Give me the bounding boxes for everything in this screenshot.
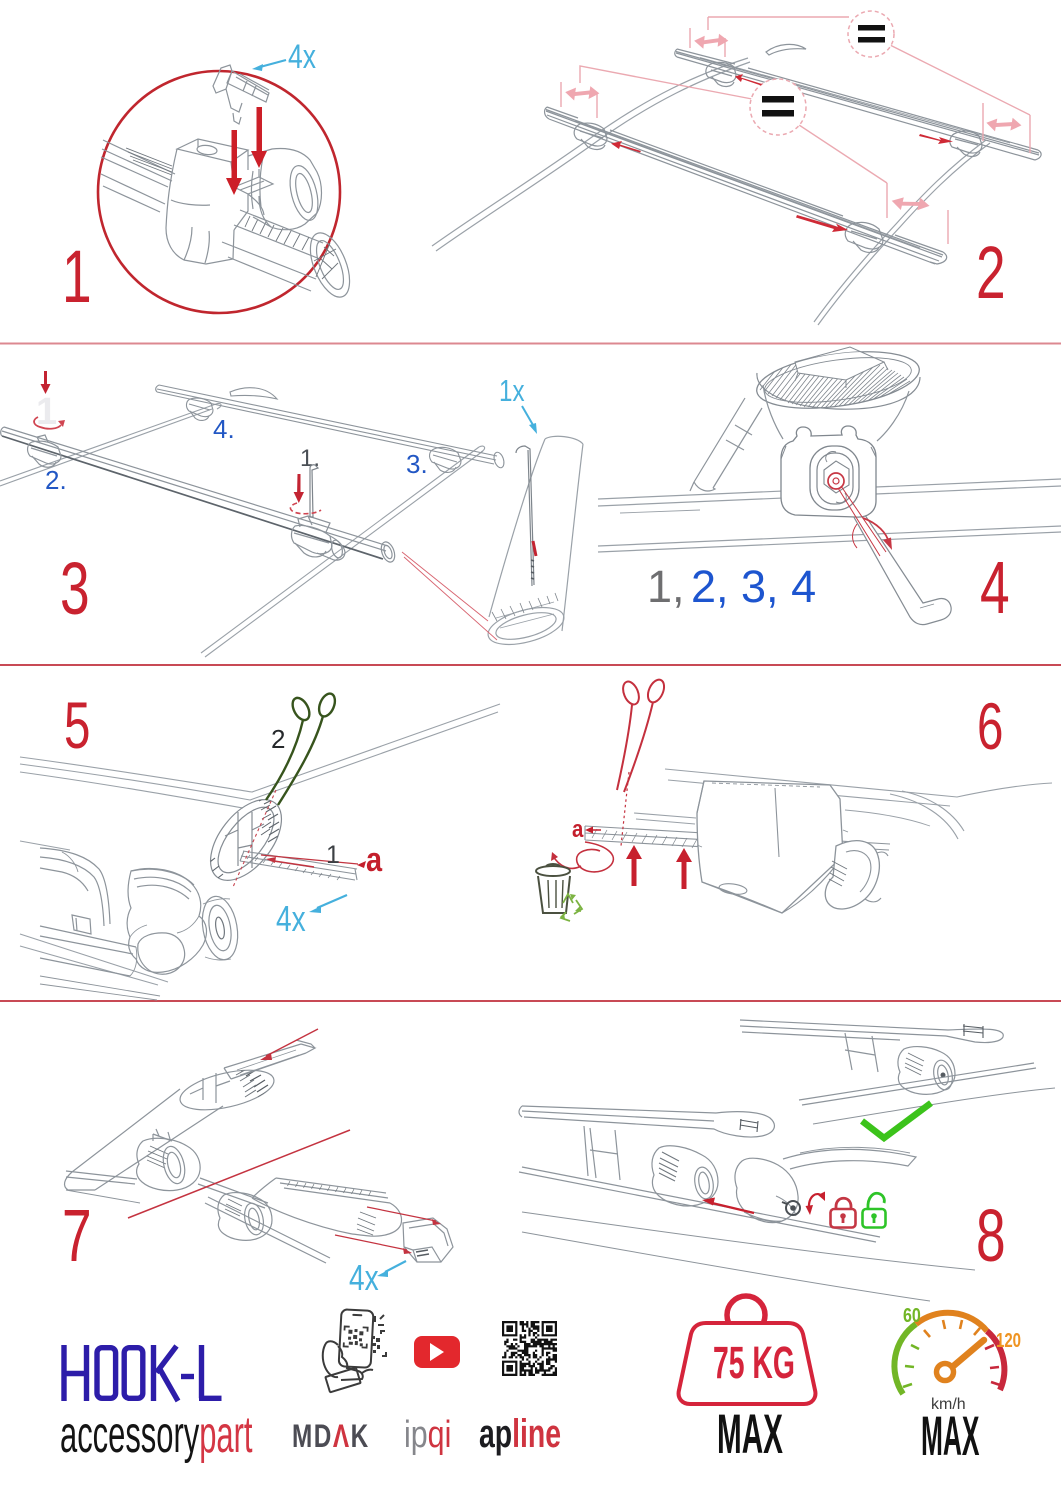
svg-text:ipqi: ipqi: [404, 1414, 451, 1456]
svg-text:4.: 4.: [213, 414, 235, 444]
svg-text:MAX: MAX: [717, 1403, 783, 1465]
svg-text:2: 2: [271, 724, 285, 754]
svg-text:7: 7: [62, 1194, 92, 1277]
svg-text:3: 3: [60, 547, 90, 630]
svg-text:60: 60: [903, 1304, 921, 1326]
svg-text:4x: 4x: [276, 899, 306, 939]
svg-text:120: 120: [996, 1329, 1021, 1352]
svg-text:a: a: [572, 815, 584, 842]
svg-text:1: 1: [326, 841, 340, 869]
svg-text:1,: 1,: [647, 561, 685, 612]
svg-text:2: 2: [976, 231, 1006, 314]
svg-text:4: 4: [980, 546, 1010, 629]
svg-text:MAX: MAX: [921, 1405, 979, 1468]
svg-text:MDΛK: MDΛK: [292, 1419, 370, 1455]
svg-text:5: 5: [64, 689, 90, 762]
svg-text:km/h: km/h: [931, 1396, 966, 1413]
svg-text:6: 6: [977, 690, 1003, 763]
svg-text:4x: 4x: [349, 1258, 379, 1298]
svg-text:1: 1: [36, 391, 57, 433]
svg-text:a: a: [366, 840, 382, 879]
svg-text:1x: 1x: [499, 373, 525, 408]
svg-text:2, 3, 4: 2, 3, 4: [691, 561, 816, 612]
svg-text:apline: apline: [479, 1412, 561, 1456]
svg-text:8: 8: [976, 1194, 1006, 1277]
svg-text:4x: 4x: [288, 38, 316, 76]
svg-text:accessorypart: accessorypart: [60, 1406, 253, 1464]
svg-text:3.: 3.: [406, 449, 428, 479]
svg-text:2.: 2.: [45, 465, 67, 495]
svg-text:75 KG: 75 KG: [713, 1337, 795, 1387]
svg-text:1: 1: [62, 235, 92, 318]
